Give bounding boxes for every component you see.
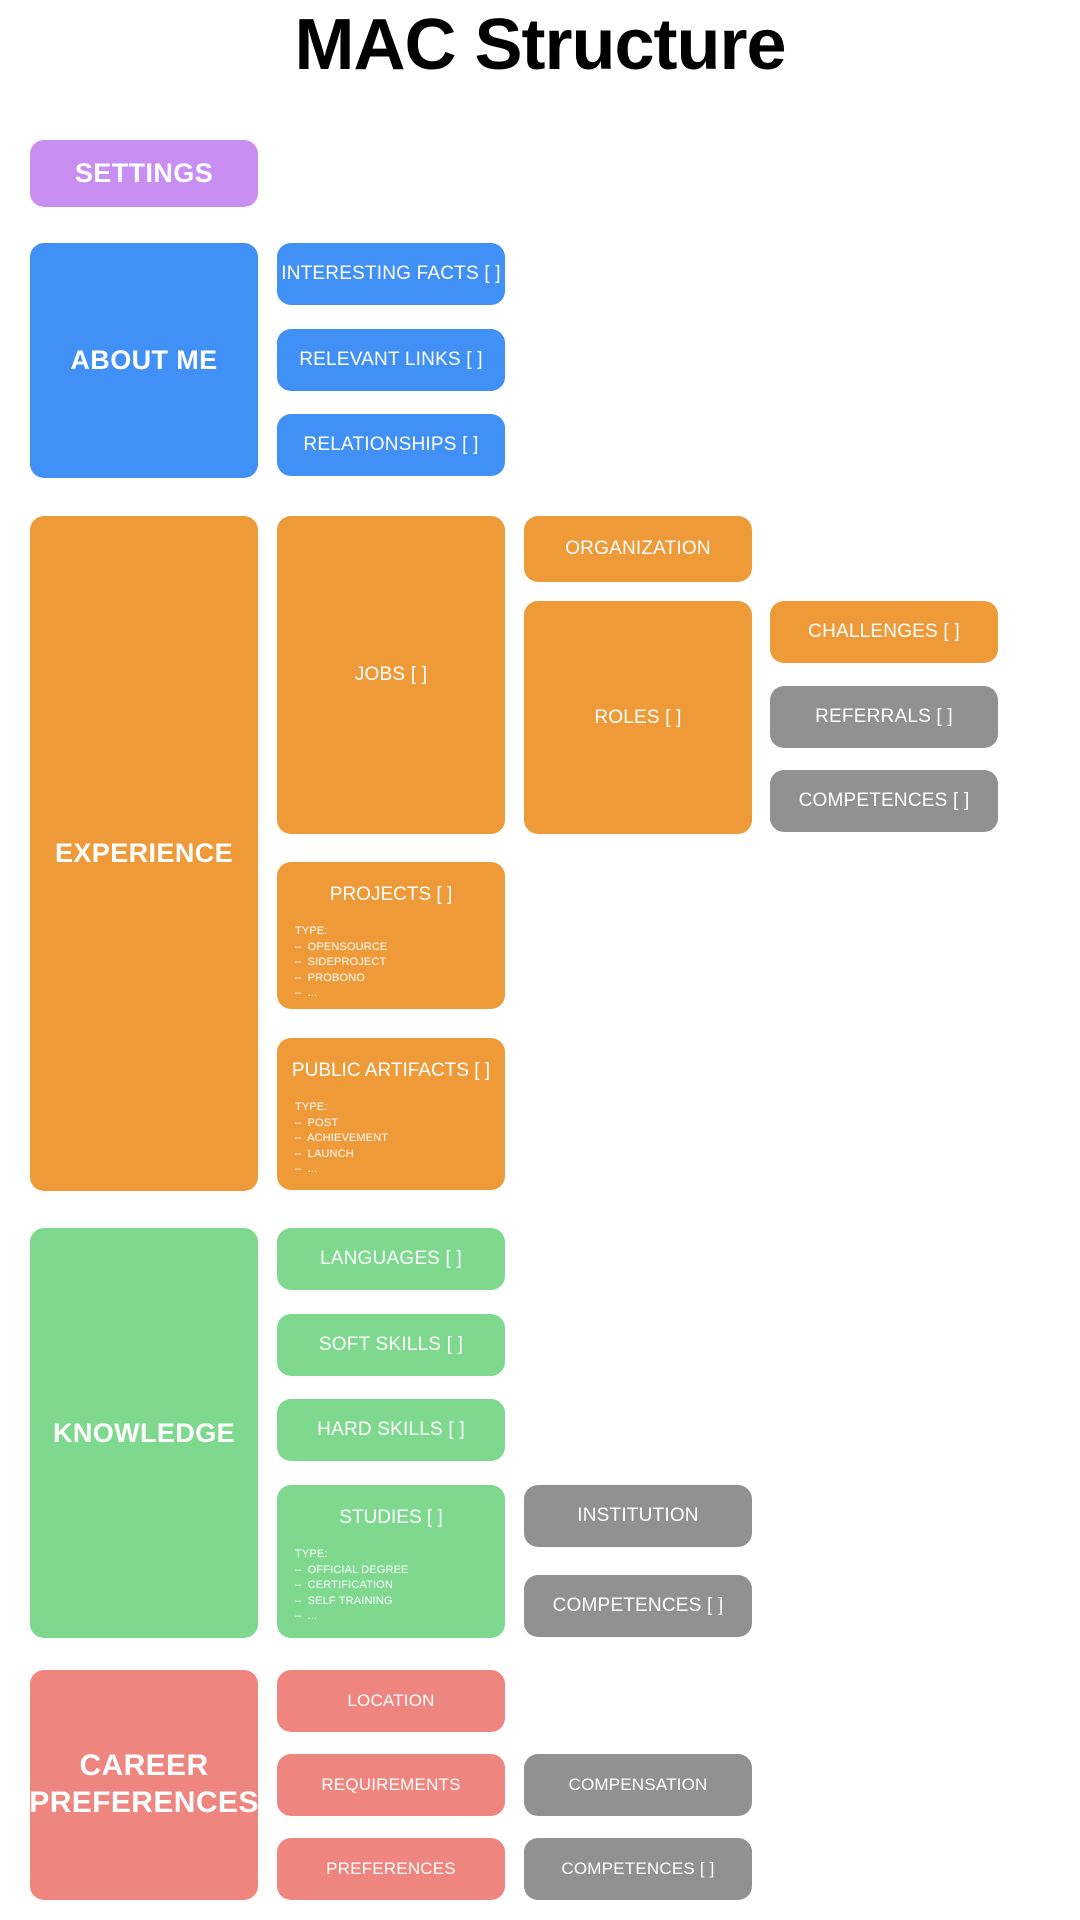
referrals-label: REFERRALS [ ] <box>815 706 953 727</box>
settings-node[interactable]: SETTINGS <box>30 140 258 207</box>
requirements-label: REQUIREMENTS <box>321 1775 461 1794</box>
about-me-child-interesting-facts[interactable]: INTERESTING FACTS [ ] <box>277 243 505 305</box>
compensation-label: COMPENSATION <box>568 1775 708 1794</box>
roles-label: ROLES [ ] <box>594 706 682 728</box>
about-me-label: ABOUT ME <box>70 345 218 375</box>
experience-projects-node[interactable]: PROJECTS [ ] TYPE: – OPENSOURCE – SIDEPR… <box>277 862 505 1009</box>
type-heading: TYPE: <box>295 925 328 937</box>
knowledge-institution-node[interactable]: INSTITUTION <box>524 1485 752 1547</box>
type-item: – ACHIEVEMENT <box>295 1132 389 1145</box>
about-me-child-label: RELATIONSHIPS [ ] <box>303 434 479 455</box>
type-item: – ... <box>295 1610 318 1623</box>
hard-skills-label: HARD SKILLS [ ] <box>317 1419 465 1440</box>
projects-type-list: TYPE: – OPENSOURCE – SIDEPROJECT – PROBO… <box>277 924 505 1002</box>
about-me-child-relationships[interactable]: RELATIONSHIPS [ ] <box>277 414 505 476</box>
projects-label: PROJECTS [ ] <box>329 884 453 905</box>
type-item: – PROBONO <box>295 971 365 984</box>
type-item: – ... <box>295 1163 318 1176</box>
knowledge-hard-skills-node[interactable]: HARD SKILLS [ ] <box>277 1399 505 1461</box>
experience-public-artifacts-node[interactable]: PUBLIC ARTIFACTS [ ] TYPE: – POST – ACHI… <box>277 1038 505 1190</box>
career-preferences-child-node[interactable]: PREFERENCES <box>277 1838 505 1900</box>
career-preferences-label: CAREER PREFERENCES <box>29 1749 259 1819</box>
type-item: – LAUNCH <box>295 1147 354 1160</box>
knowledge-label: KNOWLEDGE <box>52 1417 236 1448</box>
about-me-child-label: RELEVANT LINKS [ ] <box>299 349 483 370</box>
experience-label: EXPERIENCE <box>54 838 234 868</box>
knowledge-competences-node[interactable]: COMPETENCES [ ] <box>524 1575 752 1637</box>
experience-challenges-node[interactable]: CHALLENGES [ ] <box>770 601 998 663</box>
about-me-node[interactable]: ABOUT ME <box>30 243 258 478</box>
type-item: – SELF TRAINING <box>295 1594 393 1607</box>
settings-label: SETTINGS <box>74 158 214 188</box>
type-item: – POST <box>295 1116 339 1129</box>
knowledge-soft-skills-node[interactable]: SOFT SKILLS [ ] <box>277 1314 505 1376</box>
type-item: – SIDEPROJECT <box>295 956 387 969</box>
knowledge-studies-node[interactable]: STUDIES [ ] TYPE: – OFFICIAL DEGREE – CE… <box>277 1485 505 1638</box>
career-compensation-node[interactable]: COMPENSATION <box>524 1754 752 1816</box>
type-heading: TYPE: <box>295 1101 328 1113</box>
type-item: – OFFICIAL DEGREE <box>295 1563 409 1576</box>
jobs-label: JOBS [ ] <box>354 664 428 685</box>
type-item: – ... <box>295 987 318 1000</box>
type-item: – OPENSOURCE <box>295 940 388 953</box>
studies-label: STUDIES [ ] <box>339 1507 443 1528</box>
preferences-label: PREFERENCES <box>326 1859 456 1878</box>
competences-label: COMPETENCES [ ] <box>552 1595 724 1616</box>
page-title: MAC Structure <box>294 5 786 85</box>
experience-competences-node[interactable]: COMPETENCES [ ] <box>770 770 998 832</box>
experience-roles-node[interactable]: ROLES [ ] <box>524 601 752 834</box>
experience-referrals-node[interactable]: REFERRALS [ ] <box>770 686 998 748</box>
career-location-node[interactable]: LOCATION <box>277 1670 505 1732</box>
about-me-child-label: INTERESTING FACTS [ ] <box>281 263 501 284</box>
knowledge-languages-node[interactable]: LANGUAGES [ ] <box>277 1228 505 1290</box>
type-heading: TYPE: <box>295 1548 328 1560</box>
studies-type-list: TYPE: – OFFICIAL DEGREE – CERTIFICATION … <box>277 1547 505 1625</box>
public-artifacts-label: PUBLIC ARTIFACTS [ ] <box>291 1060 491 1081</box>
languages-label: LANGUAGES [ ] <box>320 1248 462 1269</box>
career-competences-node[interactable]: COMPETENCES [ ] <box>524 1838 752 1900</box>
organization-label: ORGANIZATION <box>565 538 711 559</box>
about-me-child-relevant-links[interactable]: RELEVANT LINKS [ ] <box>277 329 505 391</box>
type-item: – CERTIFICATION <box>295 1579 393 1592</box>
knowledge-node[interactable]: KNOWLEDGE <box>30 1228 258 1638</box>
public-artifacts-type-list: TYPE: – POST – ACHIEVEMENT – LAUNCH – ..… <box>277 1100 505 1178</box>
institution-label: INSTITUTION <box>577 1505 699 1526</box>
location-label: LOCATION <box>347 1691 435 1710</box>
career-preferences-node[interactable]: CAREER PREFERENCES <box>29 1670 259 1900</box>
career-requirements-node[interactable]: REQUIREMENTS <box>277 1754 505 1816</box>
competences-label: COMPETENCES [ ] <box>561 1859 715 1878</box>
competences-label: COMPETENCES [ ] <box>798 790 970 811</box>
experience-node[interactable]: EXPERIENCE <box>30 516 258 1191</box>
challenges-label: CHALLENGES [ ] <box>808 621 960 642</box>
soft-skills-label: SOFT SKILLS [ ] <box>318 1334 464 1355</box>
experience-organization-node[interactable]: ORGANIZATION <box>524 516 752 582</box>
experience-jobs-node[interactable]: JOBS [ ] <box>277 516 505 834</box>
